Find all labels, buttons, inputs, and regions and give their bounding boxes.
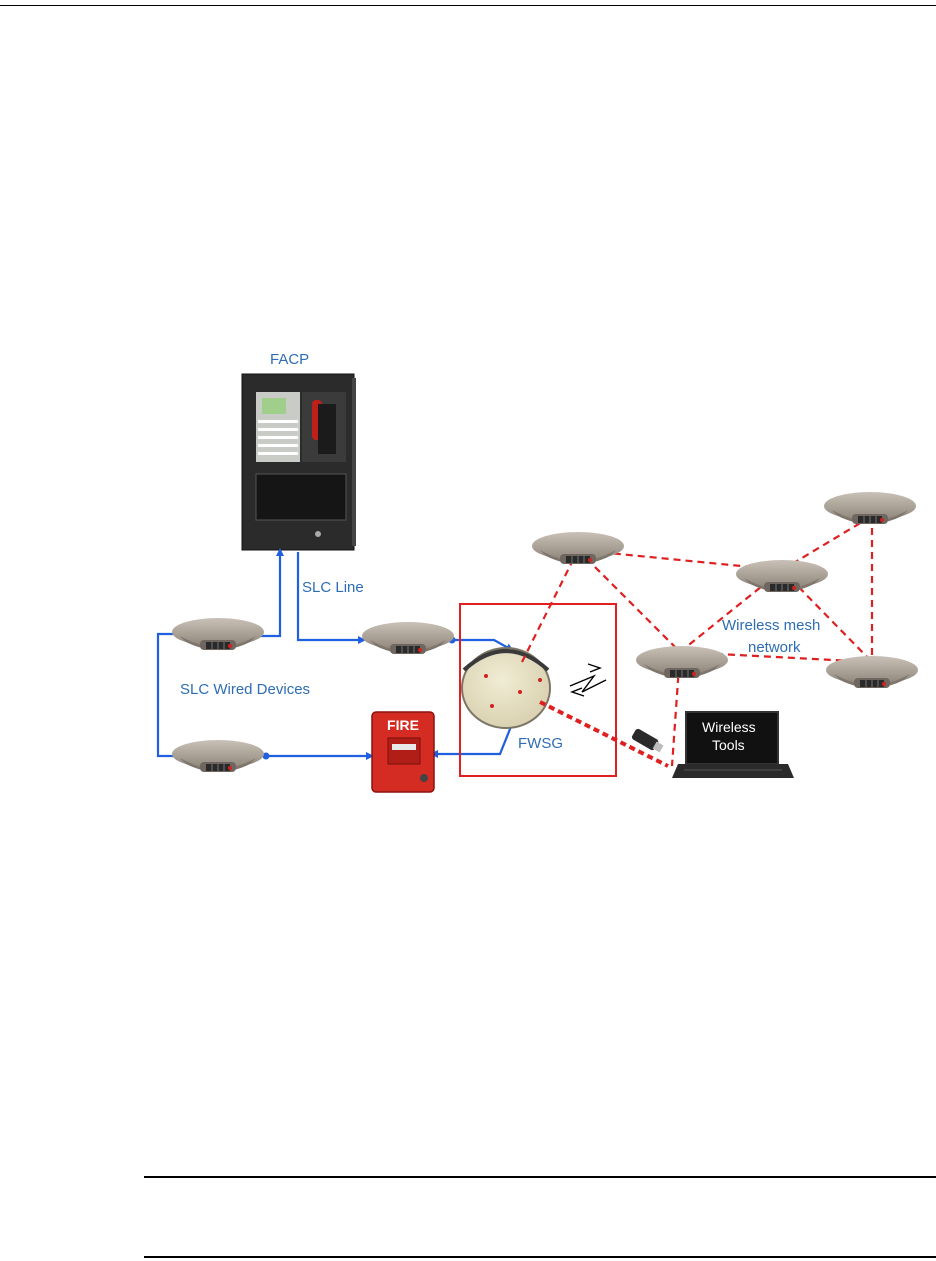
wireless-mesh-label-line2: network — [748, 639, 801, 656]
smoke-detector-icon — [532, 532, 624, 564]
gateway-icon — [462, 648, 550, 728]
slc-wired-devices-label: SLC Wired Devices — [180, 681, 310, 698]
smoke-detector-icon — [172, 740, 264, 772]
wireless-mesh-label-line1: Wireless mesh — [722, 617, 820, 634]
smoke-detector-icon — [172, 618, 264, 650]
slc-line-label: SLC Line — [302, 579, 364, 596]
smoke-detector-icon — [636, 646, 728, 678]
smoke-detector-icon — [826, 656, 918, 688]
smoke-detector-icon — [824, 492, 916, 524]
wireless-tools-label-line1: Wireless — [702, 719, 756, 735]
wireless-tools-label-line2: Tools — [712, 737, 745, 753]
pull-station-label: FIRE — [387, 717, 419, 733]
radio-signal-icon — [570, 664, 606, 696]
tools-link — [540, 702, 668, 766]
smoke-detector-icon — [736, 560, 828, 592]
usb-dongle-icon — [631, 728, 665, 754]
facp-panel-icon — [242, 374, 356, 550]
smoke-detector-icon — [362, 622, 454, 654]
facp-label: FACP — [270, 351, 309, 368]
fwsg-label: FWSG — [518, 735, 563, 752]
pull-station-icon: FIRE — [372, 712, 434, 792]
